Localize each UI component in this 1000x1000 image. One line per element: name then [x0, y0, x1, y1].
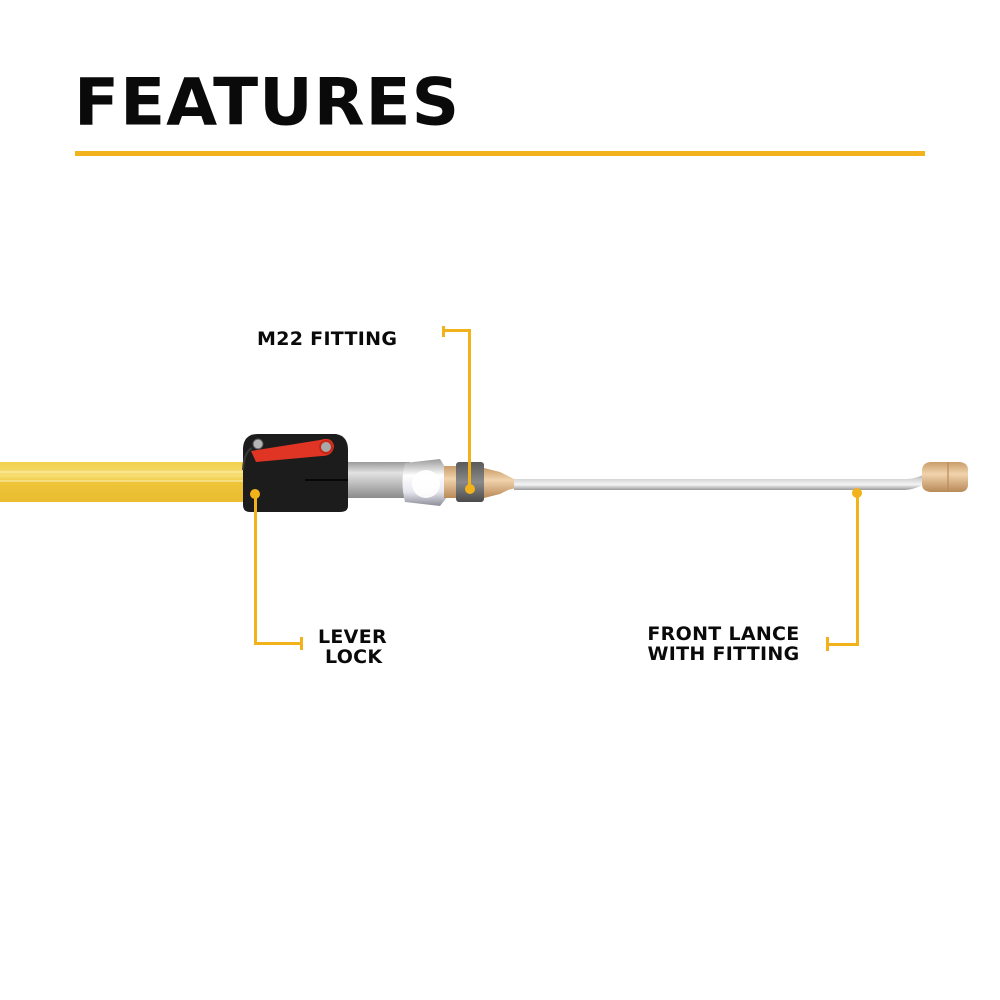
features-title: FEATURES [74, 64, 461, 141]
red-lever [251, 438, 334, 462]
front-lance [514, 472, 932, 490]
lance-callout-tick [826, 637, 829, 651]
lever-lock-callout-line-h [254, 642, 302, 645]
lance-label-line2: WITH FITTING [647, 643, 800, 665]
m22-callout-label: M22 FITTING [257, 328, 398, 350]
lance-label-line1: FRONT LANCE [647, 623, 800, 645]
lever-lock-label-line1: LEVER [318, 626, 387, 648]
m22-callout-dot [465, 484, 475, 494]
lever-lock-callout-label: LEVER LOCK [318, 627, 387, 667]
m22-callout-line-h [442, 329, 471, 332]
lance-tip-fitting [922, 462, 968, 492]
steel-tube [348, 462, 410, 498]
lance-callout-line-v [856, 493, 859, 646]
title-underline [75, 151, 925, 156]
lance-callout-label: FRONT LANCE WITH FITTING [631, 624, 816, 664]
yellow-pole [0, 462, 250, 502]
m22-callout-line-v [468, 329, 471, 489]
lance-callout-line-h [827, 643, 859, 646]
lever-lock-callout-tick [300, 637, 303, 650]
lever-lock-label-line2: LOCK [325, 646, 383, 668]
lever-lock-callout-line-v [254, 494, 257, 645]
